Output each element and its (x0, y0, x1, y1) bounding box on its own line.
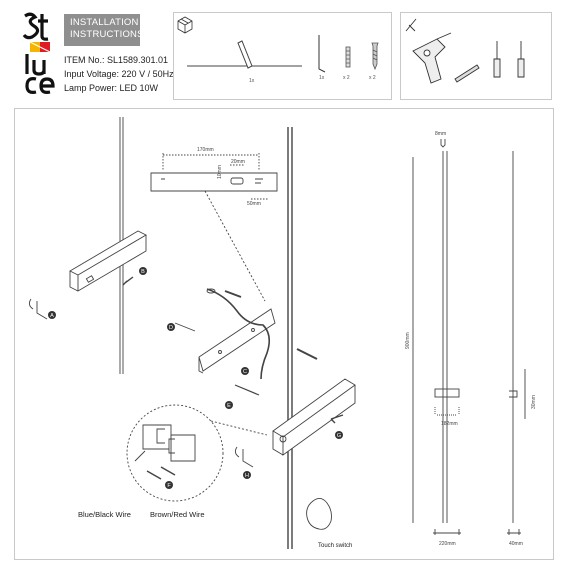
installation-banner: INSTALLATION INSTRUCTIONS (64, 14, 144, 46)
lamp-power: Lamp Power: LED 10W (64, 83, 159, 93)
dim-total-width: 220mm (439, 541, 456, 547)
banner-line-1: INSTALLATION (70, 17, 139, 28)
mounting-bracket-plan (150, 172, 278, 192)
screw-count: x 2 (369, 75, 376, 81)
lamp-count: 1x (249, 78, 255, 84)
connector-zoom (126, 404, 224, 502)
lamp-body-left (69, 230, 147, 292)
step-d: D (169, 325, 173, 331)
step-g: G (337, 433, 341, 439)
dim-height: 900mm (405, 332, 411, 349)
front-view-bar (442, 151, 448, 523)
tools-box (400, 12, 552, 100)
step-a: A (50, 313, 54, 319)
dim-body-width: 182mm (441, 421, 458, 427)
dim-depth: 40mm (509, 541, 523, 547)
package-icon (177, 16, 193, 34)
step-e: E (227, 403, 231, 409)
step-h: H (245, 473, 249, 479)
hex-key-count: 1x (319, 75, 325, 81)
input-voltage: Input Voltage: 220 V / 50Hz (64, 69, 174, 79)
anchor-count: x 2 (343, 75, 350, 81)
anchor-top (224, 290, 242, 298)
screwdriver-icon (493, 41, 525, 78)
lamp-part-illustration (187, 40, 302, 69)
drill-icon (412, 32, 452, 84)
anchor-bottom (296, 348, 318, 360)
step-f: F (167, 483, 171, 489)
power-wire (206, 288, 271, 380)
hex-key-h (242, 449, 254, 468)
dim-bracket-width: 170mm (197, 147, 214, 153)
screw-d (174, 322, 196, 332)
st-luce-logo (22, 12, 58, 98)
item-number: ITEM No.: SL1589.301.01 (64, 55, 169, 65)
diagram-frame: A B D C E F G H 170mm 20mm 10mm 50mm 8mm… (14, 108, 554, 560)
dim-slot-width: 20mm (231, 159, 245, 165)
tools-icon (405, 18, 417, 32)
screw-icon (371, 42, 379, 71)
screw-e (234, 384, 260, 396)
dim-side-height: 30mm (531, 395, 537, 409)
dim-slot-height: 10mm (217, 165, 223, 179)
parts-box: 1x 1x x 2 x 2 (173, 12, 392, 100)
pencil-icon (454, 64, 480, 83)
touch-switch-label: Touch switch (318, 543, 353, 549)
wall-anchor-icon (345, 46, 351, 68)
wire-label-left: Blue/Black Wire (78, 510, 131, 519)
lamp-body-center (272, 378, 356, 456)
hex-key-icon (318, 35, 326, 73)
dim-thickness: 8mm (435, 131, 446, 137)
banner-line-2: INSTRUCTIONS (70, 29, 144, 40)
dim-offset: 50mm (247, 201, 261, 207)
hand-icon (306, 498, 332, 530)
step-b: B (141, 269, 145, 275)
hex-key-a (36, 301, 48, 320)
front-view-body (434, 388, 460, 398)
wire-label-right: Brown/Red Wire (150, 510, 205, 519)
terminal-block (134, 424, 172, 462)
step-c: C (243, 369, 247, 375)
